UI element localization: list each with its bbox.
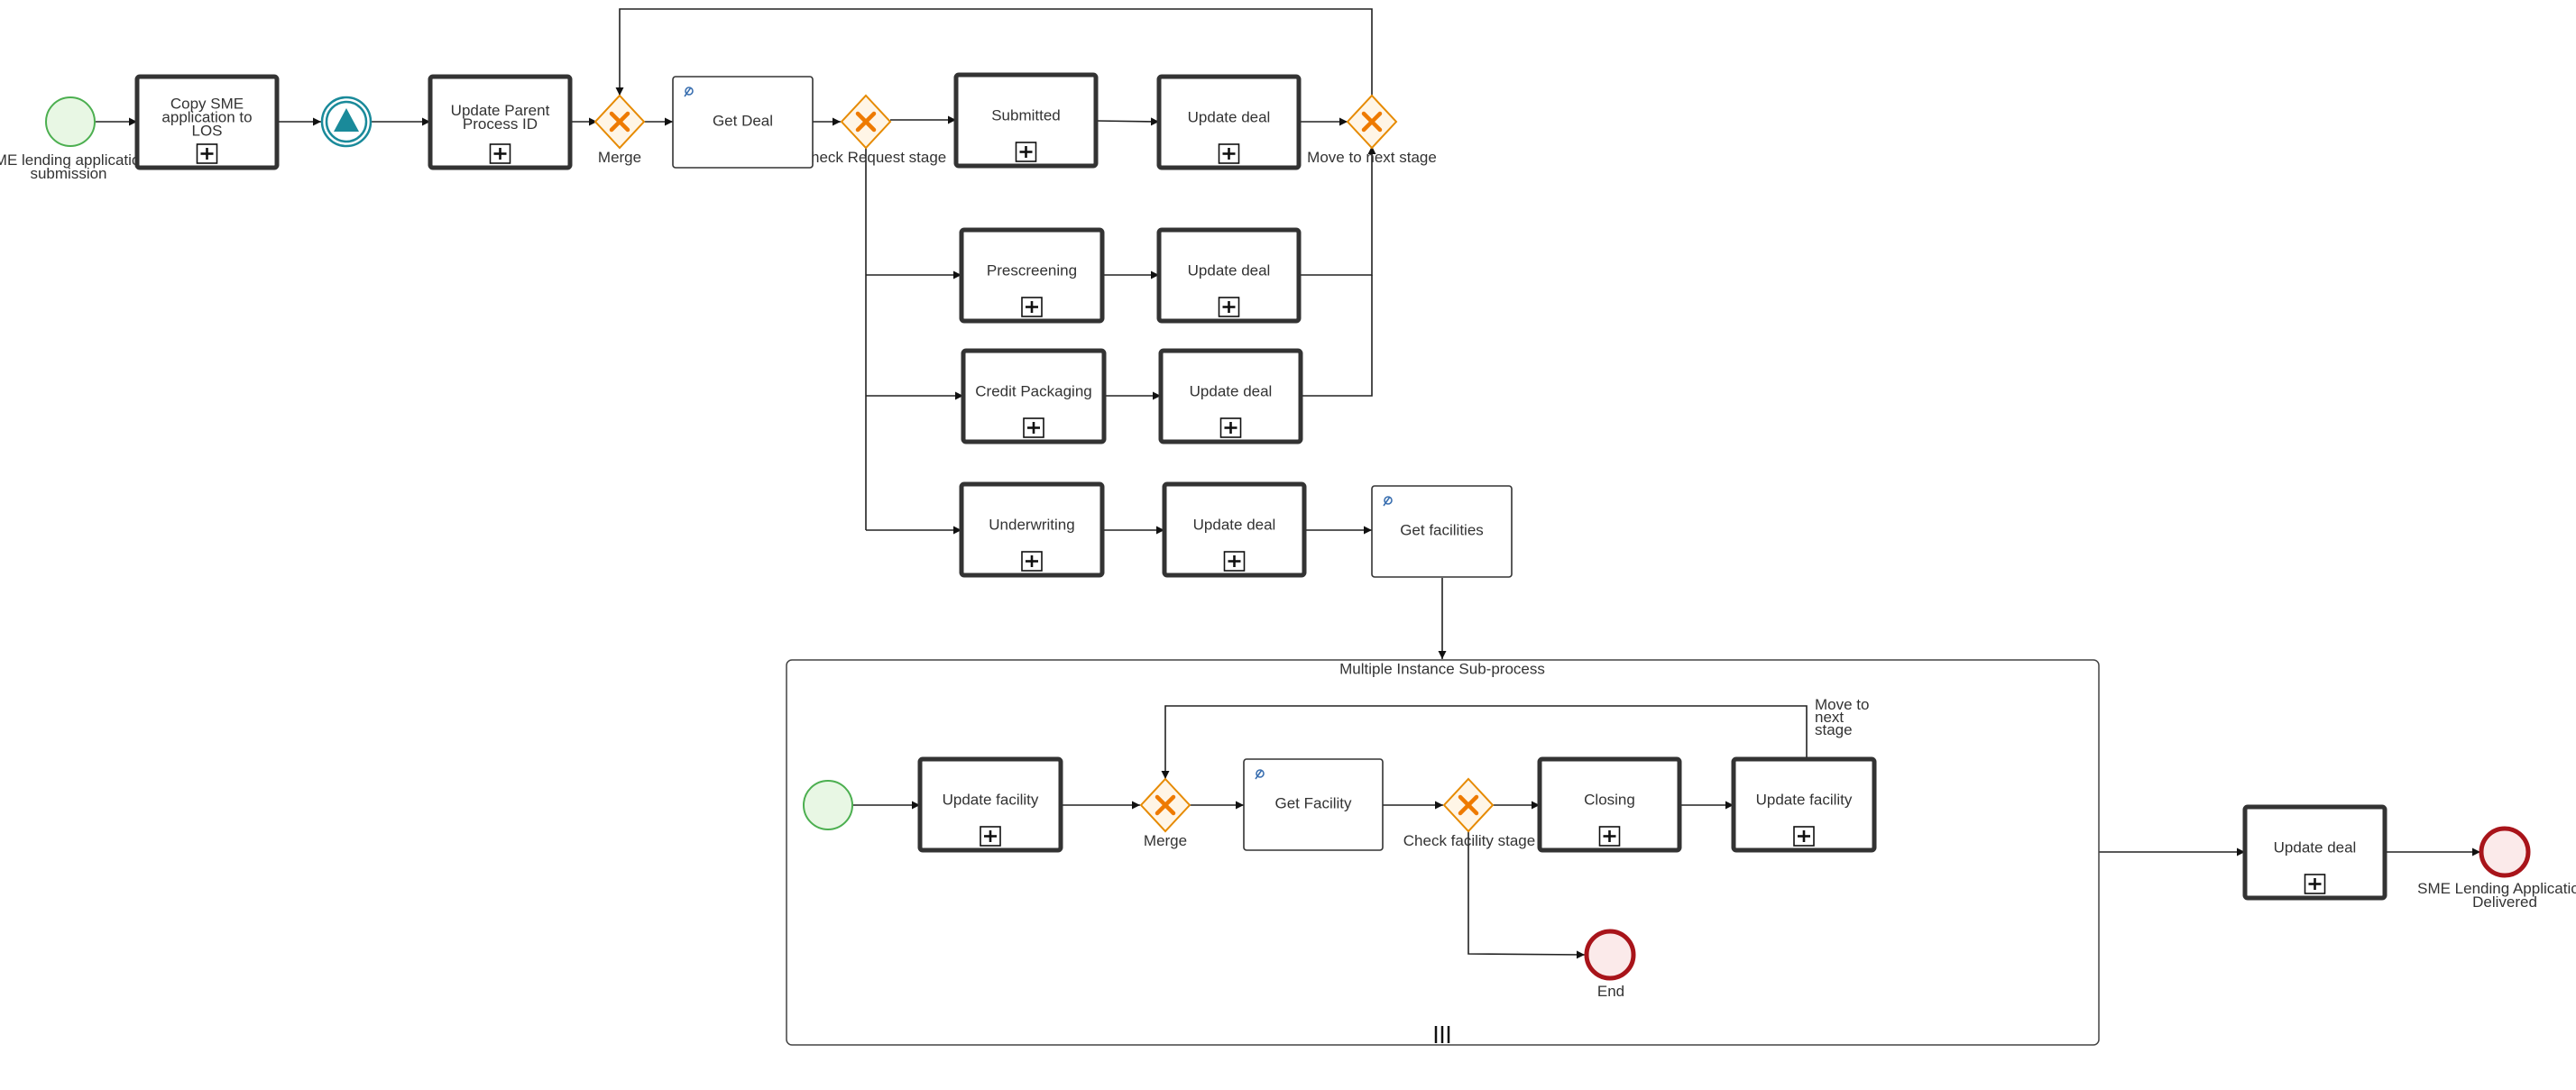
task-label: Update deal [1188,262,1271,279]
start-event[interactable] [45,96,96,147]
task-credit-packaging[interactable]: Credit Packaging [961,348,1107,444]
flow-update-facility-2-loop[interactable] [1161,705,1808,779]
expand-plus-icon[interactable] [980,826,1001,847]
task-update-deal-4[interactable]: Update deal [1162,481,1307,578]
expand-plus-icon[interactable] [1793,826,1815,847]
task-update-facility-1[interactable]: Update facility [917,756,1063,853]
task-closing[interactable]: Closing [1537,756,1682,853]
task-update-deal-3[interactable]: Update deal [1158,348,1303,444]
move-to-next-stage-label: Move to next stage [1307,149,1437,166]
sub-start-event[interactable] [803,780,853,830]
sub-end-event[interactable] [1584,929,1636,981]
service-task-icon [1383,496,1393,507]
task-label: Submitted [991,107,1061,124]
task-label: Update deal [2274,839,2357,856]
task-submitted[interactable]: Submitted [953,72,1099,169]
merge-gateway-1[interactable] [593,94,646,150]
task-underwriting[interactable]: Underwriting [959,481,1105,578]
sub-end-event-label: End [1597,983,1624,1000]
task-get-deal[interactable]: Get Deal [672,76,814,169]
task-label: Credit Packaging [975,383,1091,400]
task-label: Closing [1584,792,1635,809]
task-label: Get Deal [713,113,773,130]
end-event-label: SME Lending Application Delivered [2417,880,2576,911]
start-event-label: SME lending application submission [0,151,153,182]
expand-plus-icon[interactable] [196,143,218,164]
task-label: Prescreening [987,262,1077,279]
check-facility-stage-gateway[interactable] [1442,777,1495,833]
service-task-icon [1255,769,1265,780]
task-label: Update facility [943,792,1039,809]
flow-submitted-update-deal-1[interactable] [1095,117,1160,126]
service-task-icon [684,87,694,97]
end-event[interactable] [2479,826,2531,878]
sequence-flows [96,8,2480,959]
flow-update-deal-3-move[interactable] [1301,275,1373,397]
task-get-facility[interactable]: Get Facility [1243,758,1384,851]
loop-annotation-label: Move to next stage [1815,696,1873,738]
expand-plus-icon[interactable] [1218,143,1240,164]
multiple-instance-subprocess[interactable]: Multiple Instance Sub-process [786,659,2100,1046]
task-label: Update deal [1188,109,1271,126]
check-request-stage-gateway[interactable] [840,94,892,150]
task-label: Get Facility [1274,795,1352,812]
expand-plus-icon[interactable] [1223,551,1246,572]
expand-plus-icon[interactable] [1219,417,1242,438]
task-label: Underwriting [989,517,1074,534]
task-label: Update deal [1193,517,1276,534]
flow-check-end[interactable] [1467,829,1586,959]
task-update-deal-final[interactable]: Update deal [2242,804,2387,901]
expand-plus-icon[interactable] [1023,417,1044,438]
expand-plus-icon[interactable] [1021,551,1043,572]
task-update-facility-2[interactable]: Update facility [1731,756,1877,853]
merge-gateway-1-label: Merge [598,149,641,166]
expand-plus-icon[interactable] [2304,874,2326,894]
expand-plus-icon[interactable] [1015,142,1037,162]
multi-instance-parallel-icon [1434,1026,1450,1043]
subprocess-title: Multiple Instance Sub-process [1339,660,1545,677]
flow-move-loop-merge[interactable] [615,8,1373,97]
expand-plus-icon[interactable] [489,143,511,164]
task-label: Update facility [1756,792,1853,809]
task-label: Get facilities [1400,522,1484,539]
signal-triangle-icon [334,108,359,132]
merge-gateway-2[interactable] [1139,777,1191,833]
expand-plus-icon[interactable] [1021,297,1043,317]
check-request-stage-label: Check Request stage [800,149,947,166]
expand-plus-icon[interactable] [1598,826,1621,847]
move-to-next-stage-gateway[interactable] [1346,94,1398,150]
intermediate-signal-event[interactable] [320,96,373,148]
check-facility-stage-label: Check facility stage [1403,832,1535,849]
task-update-deal-2[interactable]: Update deal [1156,227,1302,324]
task-get-facilities[interactable]: Get facilities [1371,485,1513,578]
task-prescreening[interactable]: Prescreening [959,227,1105,324]
merge-gateway-2-label: Merge [1144,832,1187,849]
task-label: Update deal [1190,383,1273,400]
task-update-deal-1[interactable]: Update deal [1156,74,1302,170]
expand-plus-icon[interactable] [1218,297,1240,317]
